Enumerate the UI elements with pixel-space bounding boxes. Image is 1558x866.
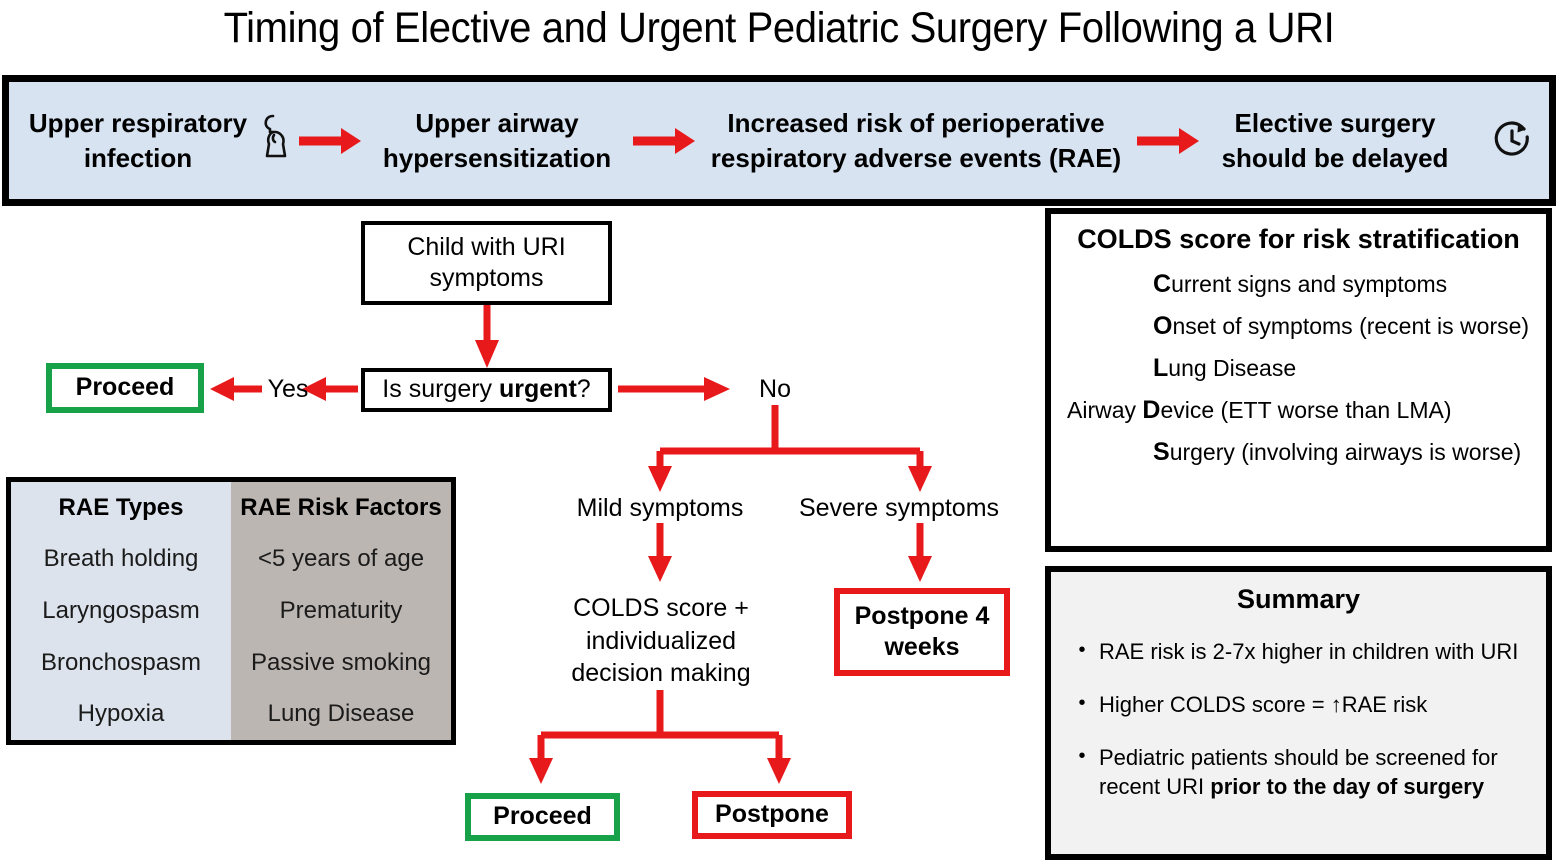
- colds-row-rest: evice (ETT worse than LMA): [1160, 397, 1452, 423]
- rae-type-row: Hypoxia: [77, 700, 165, 728]
- decision-bold: urgent: [499, 375, 577, 404]
- summary-bullet-item: • Pediatric patients should be screened …: [1065, 743, 1532, 801]
- page-title: Timing of Elective and Urgent Pediatric …: [223, 4, 1335, 52]
- colds-row-capital: L: [1153, 354, 1169, 382]
- rae-risk-factors-column: RAE Risk Factors <5 years of age Prematu…: [231, 482, 451, 740]
- bullet-icon: •: [1078, 639, 1086, 661]
- postpone-4-weeks-label: Postpone 4 weeks: [854, 601, 990, 661]
- banner-step-2-label: Increased risk of perioperative respirat…: [710, 108, 1122, 173]
- start-box-child-with-uri[interactable]: Child with URI symptoms: [361, 221, 612, 305]
- sneeze-icon: [261, 113, 293, 167]
- decision-box-is-surgery-urgent[interactable]: Is surgery urgent?: [361, 368, 612, 412]
- pathophysiology-banner: Upper respiratory infection Upper airway…: [2, 75, 1556, 206]
- summary-item-text: Higher COLDS score = ↑RAE risk: [1099, 690, 1532, 719]
- banner-step-3-label: Elective surgery should be delayed: [1221, 108, 1449, 173]
- rae-type-row: Breath holding: [43, 545, 199, 573]
- banner-step-2: Increased risk of perioperative respirat…: [701, 106, 1131, 175]
- colds-row-prefix: Airway: [1067, 397, 1143, 423]
- summary-item-main: Pediatric patients should be screened fo…: [1099, 745, 1498, 800]
- decision-pre: Is surgery: [382, 375, 499, 404]
- decision-post: ?: [576, 375, 591, 404]
- colds-row-rest: ung Disease: [1168, 355, 1297, 381]
- banner-arrow-1: [627, 118, 701, 164]
- yes-label: Yes: [267, 375, 309, 403]
- colds-row: Airway Device (ETT worse than LMA): [1067, 395, 1530, 425]
- summary-item-main: RAE risk is 2-7x higher in children with…: [1099, 639, 1519, 664]
- postpone-4-weeks-box[interactable]: Postpone 4 weeks: [834, 588, 1010, 676]
- colds-row: Current signs and symptoms: [1067, 269, 1530, 299]
- colds-panel: COLDS score for risk stratification Curr…: [1045, 208, 1552, 552]
- banner-step-0: Upper respiratory infection: [23, 106, 293, 175]
- no-label: No: [759, 375, 791, 403]
- colds-decision-label: COLDS score + individualized decision ma…: [571, 594, 751, 687]
- colds-row-rest: urgery (involving airways is worse): [1169, 439, 1522, 465]
- banner-step-0-label: Upper respiratory infection: [28, 108, 248, 173]
- summary-panel: Summary • RAE risk is 2-7x higher in chi…: [1045, 566, 1552, 860]
- rae-risk-factor-row: Lung Disease: [267, 700, 415, 728]
- summary-bullet-item: • RAE risk is 2-7x higher in children wi…: [1065, 637, 1532, 666]
- severe-symptoms-label: Severe symptoms: [798, 494, 1000, 522]
- summary-item-bold: prior to the day of surgery: [1210, 774, 1485, 800]
- rae-risk-factor-row: Prematurity: [279, 596, 403, 624]
- banner-step-1-label: Upper airway hypersensitization: [382, 108, 612, 173]
- proceed-box-bottom[interactable]: Proceed: [465, 793, 620, 841]
- colds-row: Lung Disease: [1067, 353, 1530, 383]
- postpone-box-bottom[interactable]: Postpone: [692, 791, 852, 839]
- mild-symptoms-label: Mild symptoms: [576, 494, 744, 522]
- banner-arrow-0: [293, 118, 367, 164]
- rae-types-column: RAE Types Breath holding Laryngospasm Br…: [11, 482, 231, 740]
- banner-step-3: Elective surgery should be delayed: [1205, 106, 1465, 175]
- colds-row-capital: D: [1142, 396, 1161, 424]
- rae-risk-factors-header: RAE Risk Factors: [240, 493, 442, 521]
- proceed-box-urgent-label: Proceed: [75, 373, 175, 402]
- rae-types-header: RAE Types: [58, 493, 184, 521]
- colds-row-capital: S: [1153, 438, 1170, 466]
- summary-bullet-item: • Higher COLDS score = ↑RAE risk: [1065, 690, 1532, 719]
- rae-risk-factor-row: Passive smoking: [250, 648, 432, 676]
- summary-item-text: Pediatric patients should be screened fo…: [1099, 743, 1532, 801]
- colds-row-rest: urrent signs and symptoms: [1171, 271, 1448, 297]
- colds-row: Surgery (involving airways is worse): [1067, 437, 1530, 467]
- rae-risk-factor-row: <5 years of age: [257, 545, 425, 573]
- colds-row-capital: C: [1153, 270, 1172, 298]
- colds-panel-title: COLDS score for risk stratification: [1077, 224, 1520, 254]
- clock-delay-icon: [1489, 118, 1535, 169]
- rae-type-row: Laryngospasm: [42, 596, 200, 624]
- colds-row-rest: nset of symptoms (recent is worse): [1172, 313, 1530, 339]
- banner-arrow-2: [1131, 118, 1205, 164]
- bullet-icon: •: [1078, 745, 1086, 768]
- summary-item-main: Higher COLDS score = ↑RAE risk: [1099, 692, 1428, 718]
- rae-table: RAE Types Breath holding Laryngospasm Br…: [6, 477, 456, 745]
- start-box-label: Child with URI symptoms: [407, 232, 566, 292]
- decision-box-label: Is surgery urgent?: [382, 374, 590, 405]
- colds-row-capital: O: [1153, 312, 1173, 340]
- colds-row: Onset of symptoms (recent is worse): [1067, 311, 1530, 341]
- rae-type-row: Bronchospasm: [40, 648, 202, 676]
- proceed-box-urgent[interactable]: Proceed: [46, 363, 204, 413]
- summary-panel-title: Summary: [1236, 584, 1361, 614]
- summary-item-text: RAE risk is 2-7x higher in children with…: [1099, 637, 1532, 666]
- postpone-box-bottom-label: Postpone: [715, 800, 829, 829]
- banner-step-1: Upper airway hypersensitization: [367, 106, 627, 175]
- bullet-icon: •: [1078, 692, 1086, 715]
- proceed-box-bottom-label: Proceed: [493, 802, 592, 831]
